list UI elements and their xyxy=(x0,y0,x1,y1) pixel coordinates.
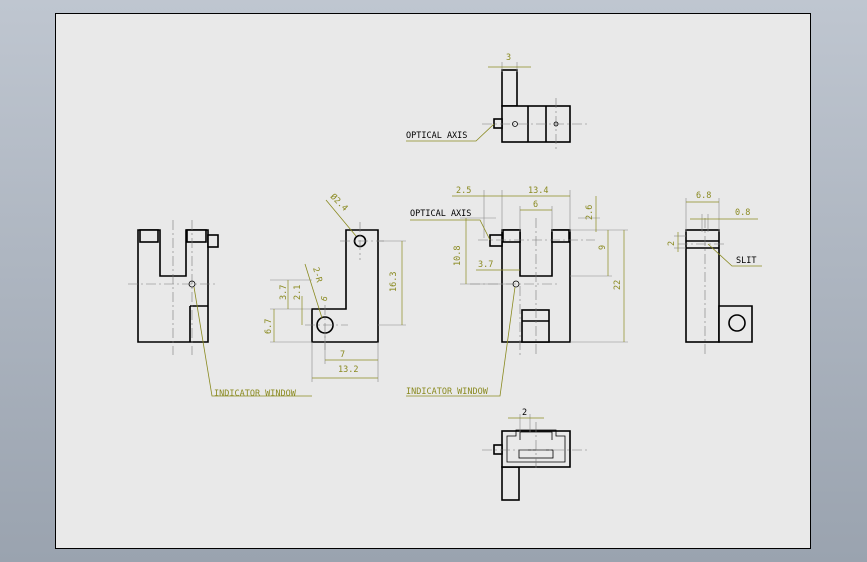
dim-width-7: 7 xyxy=(340,350,345,360)
dim-left-37: 3.7 xyxy=(279,285,289,300)
left-view: INDICATOR WINDOW xyxy=(128,220,312,399)
dim-width-132: 13.2 xyxy=(338,365,358,375)
dim-chamfer: 2-R xyxy=(310,266,324,284)
dim-front-37: 3.7 xyxy=(478,260,493,270)
dim-side-08: 0.8 xyxy=(735,208,750,218)
label-indicator-window-front: INDICATOR WINDOW xyxy=(406,387,489,397)
front-view: 2.5 13.4 6 2.6 9 22 10.8 3.7 OPTICAL AXI… xyxy=(406,186,628,397)
label-optical-axis-front: OPTICAL AXIS xyxy=(410,209,471,219)
dim-left-67: 6.7 xyxy=(264,319,274,334)
label-optical-axis-top: OPTICAL AXIS xyxy=(406,131,467,141)
dim-left-6: 6 xyxy=(319,295,330,303)
dim-side-2: 2 xyxy=(667,241,677,246)
dim-side-68: 6.8 xyxy=(696,191,711,201)
dim-top-width: 3 xyxy=(506,53,511,63)
label-slit: SLIT xyxy=(736,256,756,266)
dim-front-26: 2.6 xyxy=(585,205,595,220)
label-indicator-window-left: INDICATOR WINDOW xyxy=(214,389,297,399)
dim-front-22: 22 xyxy=(613,280,623,290)
side-view-l: 16.3 7 13.2 3.7 2.1 6.7 6 2-R Ø2.4 xyxy=(264,191,406,382)
dim-hole-dia: Ø2.4 xyxy=(328,191,350,213)
dim-front-6: 6 xyxy=(533,200,538,210)
right-view: 6.8 0.8 2 SLIT xyxy=(667,191,762,355)
dim-front-9: 9 xyxy=(598,245,608,250)
top-view: 3 OPTICAL AXIS xyxy=(406,53,590,150)
dim-front-108: 10.8 xyxy=(453,246,463,266)
dim-height-163: 16.3 xyxy=(389,272,399,292)
dim-front-25: 2.5 xyxy=(456,186,471,196)
dim-bottom-2: 2 xyxy=(522,408,527,418)
dim-front-134: 13.4 xyxy=(528,186,548,196)
dim-left-21: 2.1 xyxy=(293,285,303,300)
bottom-view: 2 xyxy=(482,408,590,501)
